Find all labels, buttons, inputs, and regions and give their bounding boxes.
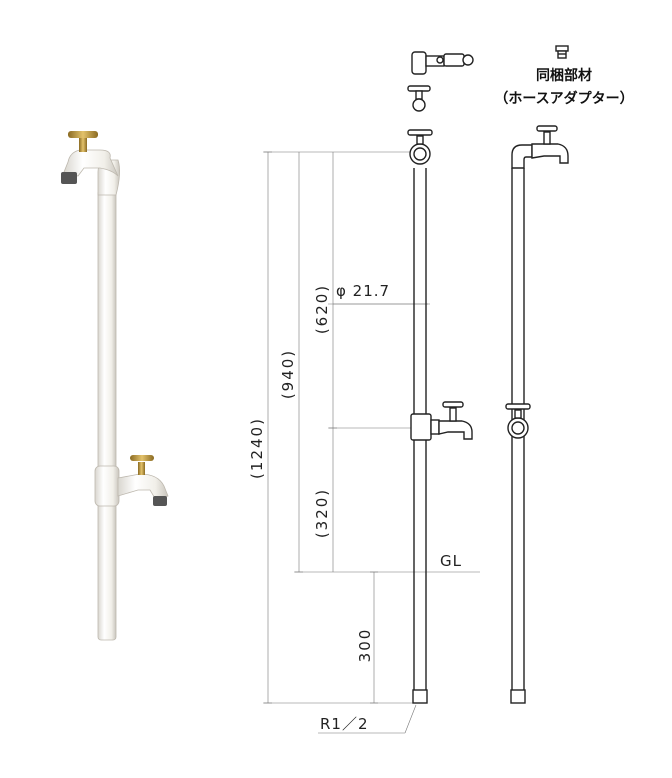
lower-faucet-handle-icon <box>130 455 154 461</box>
hose-adapter-drawing <box>407 45 569 112</box>
dim-upper-height: (940) <box>279 349 297 399</box>
top-faucet-handle-icon <box>68 131 98 138</box>
dim-upper-segment: (620) <box>313 284 331 334</box>
side-view-drawing <box>505 125 569 704</box>
product-illustration <box>61 131 169 641</box>
dim-below-ground: 300 <box>356 628 374 663</box>
dim-total-height: (1240) <box>248 417 266 479</box>
hose-adapter-icon <box>555 45 569 52</box>
pipe-diameter-label: φ 21.7 <box>336 282 390 300</box>
front-view-drawing <box>407 129 473 704</box>
top-faucet-stem <box>79 138 87 152</box>
dimension-lines <box>263 151 480 734</box>
lower-tee <box>94 465 120 507</box>
top-faucet-spout-tip <box>61 172 77 184</box>
top-faucet-icon <box>63 149 119 177</box>
accessory-subtitle: （ホースアダプター） <box>494 90 633 107</box>
accessory-title: 同梱部材 <box>536 67 592 84</box>
ground-level-label: GL <box>440 552 462 570</box>
dim-lower-segment: (320) <box>313 488 331 538</box>
thread-label: R1／2 <box>320 715 369 733</box>
lower-faucet-stem <box>138 462 145 475</box>
lower-faucet-spout-tip <box>153 496 167 506</box>
standpipe <box>97 189 117 641</box>
